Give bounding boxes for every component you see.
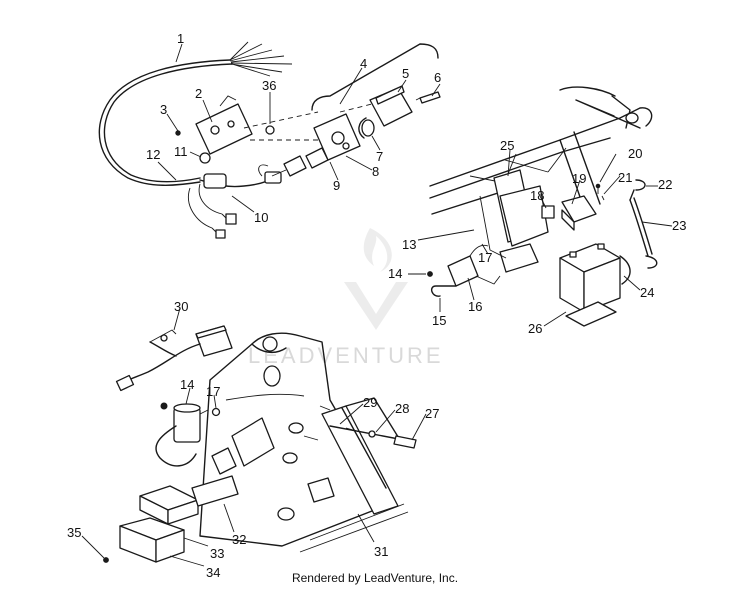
callout-16: 16 <box>468 299 482 314</box>
callout-25: 25 <box>500 138 514 153</box>
battery-strap <box>595 179 658 269</box>
callout-2: 2 <box>195 86 202 101</box>
callout-32: 32 <box>232 532 246 547</box>
callout-6: 6 <box>434 70 441 85</box>
watermark-logo-icon <box>344 228 408 330</box>
callout-24: 24 <box>640 285 654 300</box>
callout-19: 19 <box>572 171 586 186</box>
callout-labels: 1 2 3 4 5 6 7 8 9 10 11 12 13 14 14 15 1… <box>67 31 686 580</box>
callout-8: 8 <box>372 164 379 179</box>
callout-4: 4 <box>360 56 367 71</box>
callout-10: 10 <box>254 210 268 225</box>
callout-20: 20 <box>628 146 642 161</box>
callout-14-battery: 14 <box>388 266 402 281</box>
watermark-text: LEADVENTURE <box>248 343 444 368</box>
wiring-harness <box>98 41 293 239</box>
callout-28: 28 <box>395 401 409 416</box>
frame <box>429 86 653 215</box>
callout-17-coil: 17 <box>206 384 220 399</box>
callout-27: 27 <box>425 406 439 421</box>
callout-30: 30 <box>174 299 188 314</box>
mount-plate <box>175 95 275 164</box>
callout-5: 5 <box>402 66 409 81</box>
callout-9: 9 <box>333 178 340 193</box>
frame-rail <box>299 397 409 553</box>
callout-21: 21 <box>618 170 632 185</box>
callout-22: 22 <box>658 177 672 192</box>
callout-31: 31 <box>374 544 388 559</box>
callout-15: 15 <box>432 313 446 328</box>
callout-18: 18 <box>530 188 544 203</box>
battery-bracket <box>479 153 597 273</box>
callout-26: 26 <box>528 321 542 336</box>
callout-33: 33 <box>210 546 224 561</box>
battery <box>559 243 631 327</box>
ignition-coil <box>155 402 221 467</box>
relay <box>139 475 239 525</box>
watermark: LEADVENTURE <box>248 228 444 368</box>
solenoid <box>427 244 501 297</box>
callout-13: 13 <box>402 237 416 252</box>
callout-11: 11 <box>174 144 188 159</box>
leader-lines <box>81 43 673 567</box>
cdi-box <box>115 325 233 392</box>
callout-17-battery: 17 <box>478 250 492 265</box>
callout-12: 12 <box>146 147 160 162</box>
callout-34: 34 <box>206 565 220 580</box>
callout-29: 29 <box>363 395 377 410</box>
callout-1: 1 <box>177 31 184 46</box>
callout-35: 35 <box>67 525 81 540</box>
footer-credit: Rendered by LeadVenture, Inc. <box>291 571 459 585</box>
taillight-assembly <box>311 43 441 161</box>
callout-3: 3 <box>160 102 167 117</box>
callout-36: 36 <box>262 78 276 93</box>
callout-7: 7 <box>376 149 383 164</box>
bolt-and-washer <box>329 425 417 449</box>
callout-14-coil: 14 <box>180 377 194 392</box>
relay-cover <box>103 517 185 563</box>
callout-23: 23 <box>672 218 686 233</box>
